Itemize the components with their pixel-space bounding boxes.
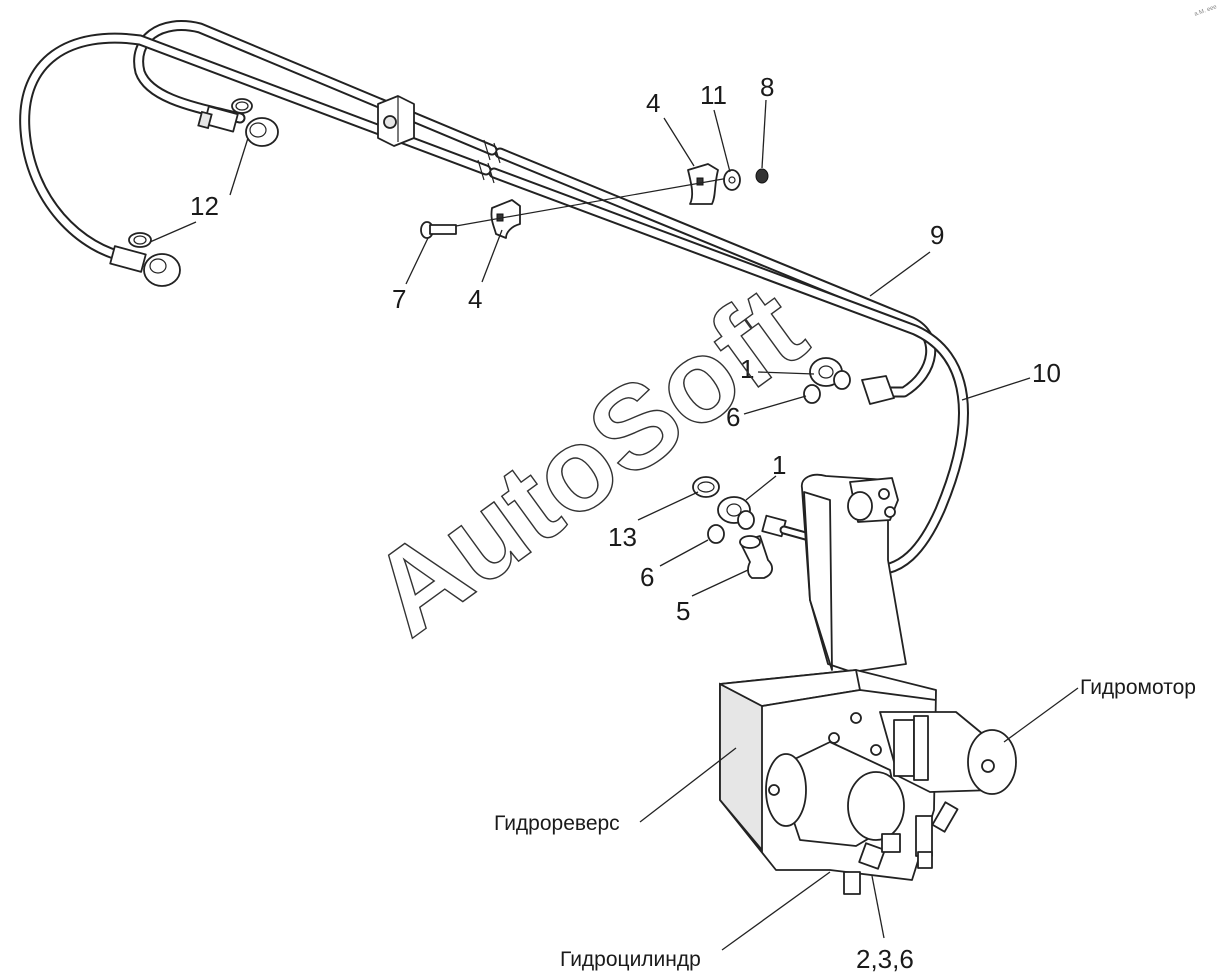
bracket-arm [800, 473, 907, 673]
washer-11 [723, 169, 741, 191]
watermark: AutoSoft [348, 261, 829, 661]
label-1-upper: 1 [740, 354, 754, 384]
label-4-lower: 4 [468, 284, 482, 314]
label-hydrocylinder: Гидроцилиндр [560, 948, 701, 971]
label-5: 5 [676, 596, 690, 626]
label-2-3-6: 2,3,6 [856, 944, 914, 974]
label-9: 9 [930, 220, 944, 250]
fitting-right-upper [803, 357, 895, 405]
hydroreverse-cylinder [765, 712, 905, 847]
leader-lines [149, 99, 1079, 951]
tube-break-marks [477, 139, 501, 184]
hydromotor [870, 711, 1017, 795]
label-hydromotor: Гидромотор [1080, 676, 1196, 699]
label-6-upper: 6 [726, 402, 740, 432]
banjo-fitting-lower-left [109, 232, 181, 287]
label-4-upper: 4 [646, 88, 660, 118]
label-6-middle: 6 [640, 562, 654, 592]
nut-8 [755, 168, 769, 184]
label-8: 8 [760, 72, 774, 102]
clamp-half-upper-4 [687, 163, 719, 205]
fitting-right-middle [692, 476, 825, 545]
clamp-bolt-7 [420, 221, 457, 239]
label-7: 7 [392, 284, 406, 314]
label-11: 11 [700, 80, 727, 110]
label-10: 10 [1032, 358, 1061, 388]
tube-clamp-top [377, 95, 415, 147]
hydrocylinder-fittings [843, 801, 959, 895]
label-13: 13 [608, 522, 637, 552]
corner-mark: a.M. eee [1194, 4, 1218, 18]
tube-lower [19, 32, 969, 576]
tube-upper [133, 20, 937, 398]
label-12: 12 [190, 191, 219, 221]
label-1-middle: 1 [772, 450, 786, 480]
fitting-5 [739, 535, 773, 579]
label-hydroreverse: Гидрореверс [494, 812, 620, 835]
banjo-fitting-upper-left [197, 98, 279, 147]
